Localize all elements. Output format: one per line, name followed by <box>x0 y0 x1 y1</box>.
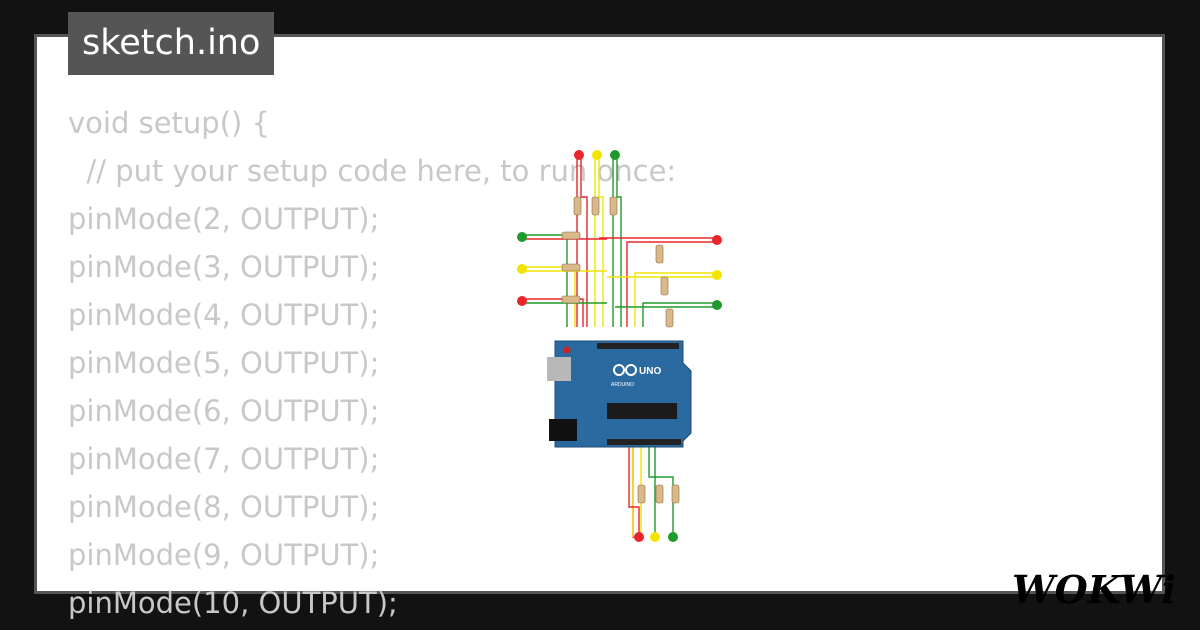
wokwi-logo: WOKWi <box>1012 567 1176 612</box>
atmega-chip <box>607 403 677 419</box>
code-line: // put your setup code here, to run once… <box>68 154 677 188</box>
power-jack <box>549 419 577 441</box>
resistor <box>655 244 664 264</box>
led-green-bottom <box>668 532 678 542</box>
led-green-left <box>517 232 527 242</box>
resistor <box>665 308 674 328</box>
arduino-uno-board: UNO ARDUINO <box>547 340 692 448</box>
board-name: UNO <box>639 366 661 377</box>
code-line: pinMode(8, OUTPUT); <box>68 490 380 524</box>
arduino-logo-icon <box>613 364 637 376</box>
resistor <box>561 231 581 240</box>
og-card: void setup() { // put your setup code he… <box>34 34 1165 620</box>
file-tab: sketch.ino <box>68 12 275 75</box>
led-yellow-top <box>592 150 602 160</box>
resistor <box>573 196 582 216</box>
code-line: pinMode(10, OUTPUT); <box>68 586 398 620</box>
led-yellow-right <box>712 270 722 280</box>
led-green-right <box>712 300 722 310</box>
led-red-right <box>712 235 722 245</box>
resistor <box>660 276 669 296</box>
digital-header <box>597 343 679 349</box>
analog-header <box>607 439 681 445</box>
circuit-diagram: UNO ARDUINO <box>517 150 722 542</box>
code-line: void setup() { <box>68 106 270 140</box>
code-line: pinMode(5, OUTPUT); <box>68 346 380 380</box>
resistor <box>637 484 646 504</box>
resistor <box>609 196 618 216</box>
reset-button <box>563 346 571 354</box>
code-line: pinMode(7, OUTPUT); <box>68 442 380 476</box>
led-red-bottom <box>634 532 644 542</box>
usb-port <box>547 357 571 381</box>
code-preview: void setup() { // put your setup code he… <box>68 99 676 627</box>
resistor <box>561 295 581 304</box>
led-red-top <box>574 150 584 160</box>
led-yellow-bottom <box>650 532 660 542</box>
resistor <box>591 196 600 216</box>
code-line: pinMode(6, OUTPUT); <box>68 394 380 428</box>
resistor <box>671 484 680 504</box>
led-red-left <box>517 296 527 306</box>
code-line: pinMode(3, OUTPUT); <box>68 250 380 284</box>
resistor <box>655 484 664 504</box>
led-yellow-left <box>517 264 527 274</box>
board-brand: ARDUINO <box>611 382 634 388</box>
code-line: pinMode(2, OUTPUT); <box>68 202 380 236</box>
code-line: pinMode(9, OUTPUT); <box>68 538 380 572</box>
resistor <box>561 263 581 272</box>
code-line: pinMode(4, OUTPUT); <box>68 298 380 332</box>
leds <box>517 150 722 542</box>
led-green-top <box>610 150 620 160</box>
resistors <box>561 196 680 504</box>
wokwi-logo-text: WOKWi <box>1012 567 1176 612</box>
